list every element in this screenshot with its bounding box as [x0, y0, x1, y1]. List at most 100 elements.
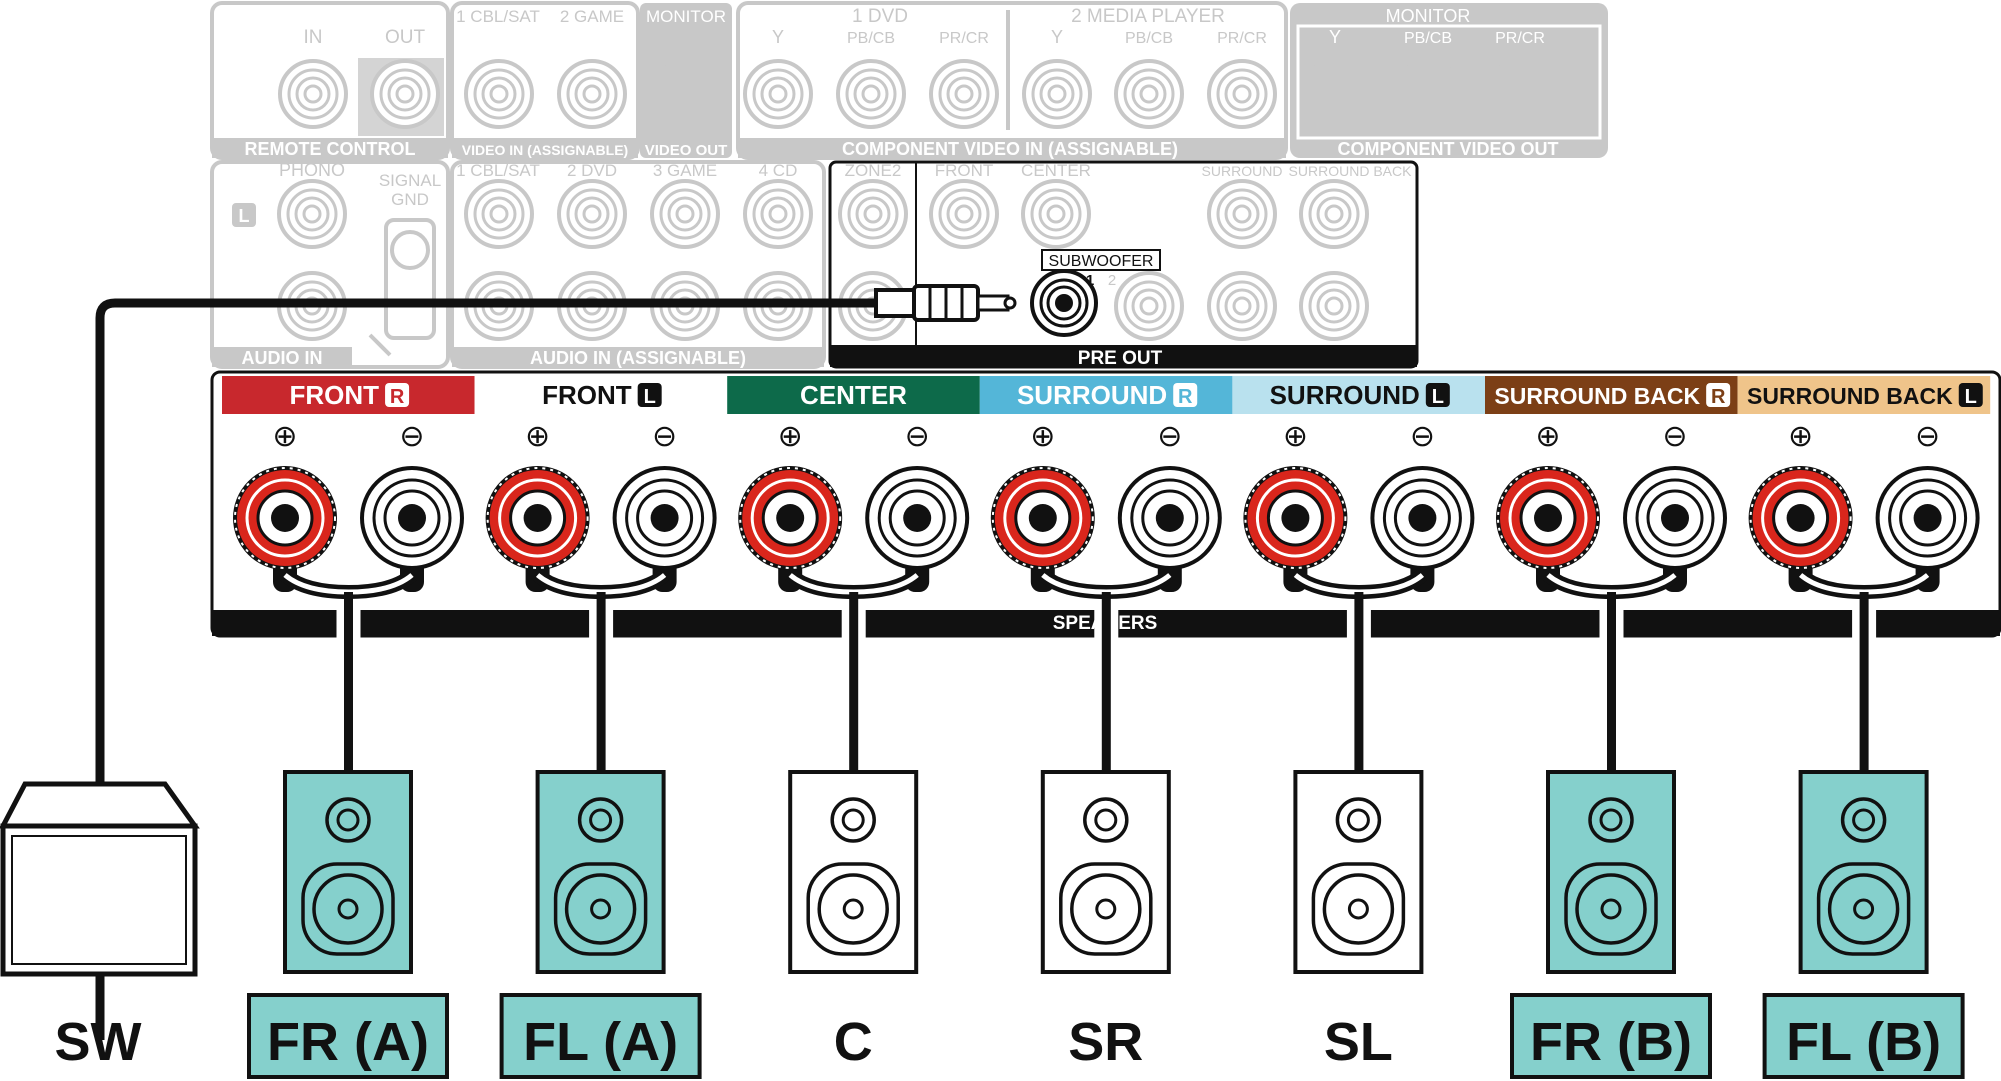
- speaker-label: FR (A): [247, 993, 449, 1079]
- audio-in-1-label: 1 CBL/SAT: [456, 161, 540, 180]
- positive-terminal: [990, 466, 1095, 592]
- rca-jack-icon: [1300, 59, 1370, 129]
- speaker-label-text: SW: [55, 1012, 142, 1072]
- speaker-label: FL (B): [1762, 993, 1965, 1079]
- component-out-label: COMPONENT VIDEO OUT: [1337, 139, 1558, 159]
- comp-pb-1: PB/CB: [847, 30, 895, 47]
- minus-symbol: ⊖: [1915, 420, 1940, 453]
- pre-out-label: PRE OUT: [1078, 348, 1163, 369]
- speaker-cabinet: [1546, 770, 1676, 974]
- comp-pr-1: PR/CR: [939, 30, 989, 47]
- comp-pb-2: PB/CB: [1125, 30, 1173, 47]
- speaker-terminals: ⊕⊖⊕⊖⊕⊖⊕⊖⊕⊖⊕⊖⊕⊖: [233, 420, 1980, 592]
- minus-symbol: ⊖: [399, 420, 424, 453]
- comp-pr-2: PR/CR: [1217, 30, 1267, 47]
- rca-jack-icon: [929, 179, 999, 249]
- video-out-label: VIDEO OUT: [645, 142, 728, 159]
- minus-symbol: ⊖: [652, 420, 677, 453]
- rca-jack-icon: [1207, 271, 1277, 341]
- speaker-label: SW: [55, 1012, 142, 1072]
- negative-terminal: [612, 466, 717, 592]
- speaker-cabinet: [1798, 770, 1929, 974]
- comp-out-pr: PR/CR: [1495, 30, 1545, 47]
- channel-badge: [385, 383, 410, 407]
- speaker-wires: [280, 569, 1933, 776]
- rca-jack-icon: [929, 59, 999, 129]
- positive-terminal: [1243, 466, 1348, 592]
- comp-out-monitor-label: MONITOR: [1386, 6, 1471, 26]
- phono-label: PHONO: [279, 160, 345, 180]
- rca-jack-icon: [557, 179, 627, 249]
- audio-in-3-label: 3 GAME: [653, 161, 717, 180]
- speakers: [283, 770, 1929, 974]
- speaker-label-text: FR (A): [267, 1012, 429, 1072]
- rca-jack-icon: [464, 179, 534, 249]
- negative-terminal: [1370, 466, 1475, 592]
- channel-name: SURROUND BACK: [1494, 383, 1700, 409]
- plus-symbol: ⊕: [1030, 420, 1055, 453]
- rca-jack-icon: [1114, 59, 1184, 129]
- channel-badge: [637, 383, 662, 407]
- audio-in-4-label: 4 CD: [759, 161, 798, 180]
- plus-symbol: ⊕: [525, 420, 550, 453]
- audio-in-label: AUDIO IN: [242, 348, 323, 368]
- subwoofer-2-label: 2: [1108, 272, 1116, 289]
- channel-header: CENTER: [727, 376, 980, 414]
- rca-plug-body: [874, 288, 916, 318]
- video-in-label: VIDEO IN (ASSIGNABLE): [462, 142, 628, 158]
- speaker-label: C: [834, 1012, 873, 1072]
- speaker-label: FR (B): [1510, 993, 1712, 1079]
- plus-symbol: ⊕: [1535, 420, 1560, 453]
- pre-front-label: FRONT: [935, 161, 994, 180]
- plus-symbol: ⊕: [778, 420, 803, 453]
- rca-jack-icon: [650, 179, 720, 249]
- channel-name: SURROUND: [1017, 380, 1167, 410]
- rca-jack-icon: [743, 59, 813, 129]
- speaker-cabinet: [1293, 770, 1424, 974]
- channel-name: SURROUND BACK: [1747, 383, 1953, 409]
- audio-in-2-label: 2 DVD: [567, 161, 617, 180]
- rca-jack-icon: [277, 179, 347, 249]
- subwoofer-speaker: [0, 781, 200, 977]
- rca-jack-icon: [1021, 179, 1091, 249]
- pre-surround-label: SURROUND: [1202, 163, 1283, 179]
- channel-badge-letter: R: [1178, 386, 1193, 408]
- rca-jack-icon: [1485, 59, 1555, 129]
- top-panel-jacks: [278, 59, 1555, 129]
- subwoofer-cable: [95, 298, 876, 1040]
- speaker-label-text: SR: [1068, 1012, 1143, 1072]
- speaker-label-text: FR (B): [1530, 1012, 1692, 1072]
- pre-surround-back-label: SURROUND BACK: [1289, 163, 1413, 179]
- negative-terminal: [1623, 466, 1727, 592]
- l-badge: [232, 203, 256, 227]
- positive-terminal: [485, 466, 590, 592]
- zone2-label: ZONE2: [845, 161, 902, 180]
- subwoofer-1-label: 1: [1086, 272, 1094, 289]
- subwoofer-jack-1: [1030, 269, 1098, 337]
- plus-symbol: ⊕: [1283, 420, 1308, 453]
- speaker-cabinet: [535, 770, 666, 974]
- signal-gnd-label-2: GND: [391, 190, 429, 209]
- speaker-wire: [1290, 569, 1427, 776]
- speaker-wire: [533, 569, 670, 776]
- channel-badge-letter: L: [1432, 386, 1444, 408]
- minus-symbol: ⊖: [1662, 420, 1687, 453]
- negative-terminal: [865, 466, 970, 592]
- rca-jack-icon: [370, 59, 440, 129]
- rca-jack-icon: [743, 179, 813, 249]
- channel-badge: [1958, 383, 1983, 407]
- channel-badge: [1706, 383, 1731, 407]
- channel-header: SURROUND R: [979, 376, 1233, 414]
- remote-control-label: REMOTE CONTROL: [245, 139, 416, 159]
- channel-name: CENTER: [800, 380, 907, 410]
- comp-y-1: Y: [772, 27, 784, 47]
- comp-out-y: Y: [1329, 27, 1341, 47]
- comp-y-2: Y: [1051, 27, 1063, 47]
- plus-symbol: ⊕: [272, 420, 297, 453]
- speaker-label-text: FL (A): [523, 1012, 678, 1072]
